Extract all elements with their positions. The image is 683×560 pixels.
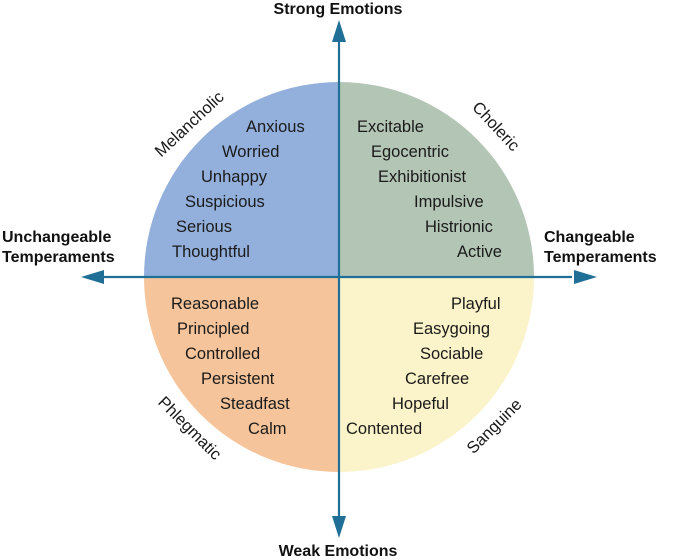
trait: Playful xyxy=(451,295,501,313)
trait: Unhappy xyxy=(201,168,268,186)
quadrant-sanguine xyxy=(339,277,534,472)
trait: Sociable xyxy=(420,345,483,363)
traits-melancholic: Anxious Worried Unhappy Suspicious Serio… xyxy=(172,118,305,261)
trait: Calm xyxy=(248,420,287,438)
traits-choleric: Excitable Egocentric Exhibitionist Impul… xyxy=(357,118,502,261)
traits-phlegmatic: Reasonable Principled Controlled Persist… xyxy=(171,295,290,438)
trait: Active xyxy=(457,243,502,261)
trait: Steadfast xyxy=(220,395,290,413)
trait: Easygoing xyxy=(413,320,490,338)
trait: Excitable xyxy=(357,118,424,136)
trait: Reasonable xyxy=(171,295,259,313)
trait: Controlled xyxy=(185,345,260,363)
trait: Contented xyxy=(346,420,422,438)
axis-label-right-line2: Temperaments xyxy=(544,249,657,266)
axis-label-left-line2: Temperaments xyxy=(2,249,115,266)
axis-label-top: Strong Emotions xyxy=(274,1,403,18)
quadrant-choleric xyxy=(339,82,534,277)
trait: Principled xyxy=(177,320,249,338)
axes xyxy=(81,20,597,538)
trait: Persistent xyxy=(201,370,275,388)
trait: Suspicious xyxy=(185,193,265,211)
axis-label-right-line1: Changeable xyxy=(544,229,635,246)
trait: Carefree xyxy=(405,370,469,388)
axis-label-left-line1: Unchangeable xyxy=(2,229,111,246)
arrow-right-icon xyxy=(574,270,597,284)
quadrant-phlegmatic xyxy=(144,277,339,472)
trait: Worried xyxy=(222,143,279,161)
trait: Thoughtful xyxy=(172,243,250,261)
trait: Egocentric xyxy=(371,143,449,161)
arrow-up-icon xyxy=(332,20,346,42)
trait: Serious xyxy=(176,218,232,236)
trait: Hopeful xyxy=(392,395,449,413)
arrow-down-icon xyxy=(332,516,346,538)
trait: Impulsive xyxy=(414,193,484,211)
traits-sanguine: Playful Easygoing Sociable Carefree Hope… xyxy=(346,295,501,438)
trait: Exhibitionist xyxy=(378,168,466,186)
arrow-left-icon xyxy=(81,270,104,284)
trait: Histrionic xyxy=(425,218,493,236)
trait: Anxious xyxy=(246,118,305,136)
axis-label-bottom: Weak Emotions xyxy=(279,543,398,560)
quadrant-melancholic xyxy=(144,82,339,277)
